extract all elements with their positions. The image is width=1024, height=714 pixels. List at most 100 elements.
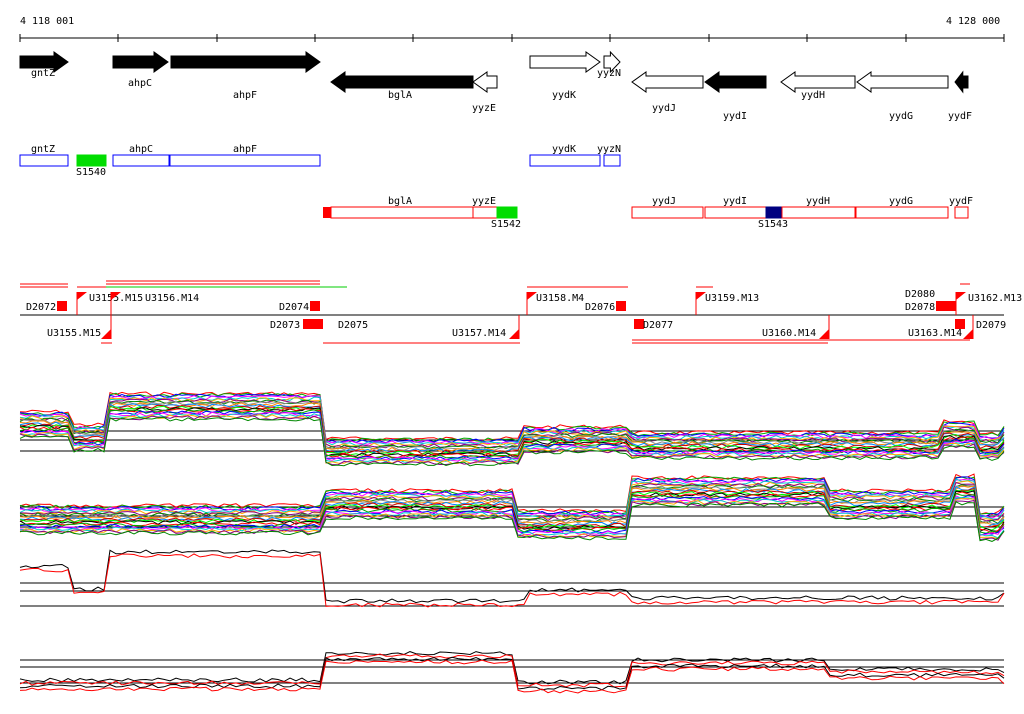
- gene-arrow-yyzE: [472, 71, 498, 93]
- marker-flag: [634, 319, 644, 329]
- marker-flag: [819, 329, 829, 339]
- gene-arrow-yydG: [856, 71, 949, 93]
- lower-marker-label: U3155.M15: [47, 328, 101, 339]
- gene-label-ahpF: ahpF: [233, 90, 257, 101]
- expression-profile: [19, 656, 1005, 691]
- upper-marker-label: D2078: [905, 302, 935, 313]
- forward-box-label: yydK: [552, 144, 576, 155]
- forward-box-gntZ: [19, 154, 69, 167]
- expression-profile: [19, 484, 1005, 525]
- expression-profile: [19, 549, 1005, 604]
- lower-marker-label: D2073: [270, 320, 300, 331]
- lower-marker-label: U3163.M14: [908, 328, 962, 339]
- upper-marker-label: U3158.M4: [536, 293, 584, 304]
- gene-arrow-ahpC: [112, 51, 169, 73]
- lower-marker-label: U3157.M14: [452, 328, 506, 339]
- reverse-box-label: yydH: [806, 196, 830, 207]
- reverse-box-label: yydJ: [652, 196, 676, 207]
- gene-label-bglA: bglA: [388, 90, 412, 101]
- upper-marker-label: U3155.M15: [89, 293, 143, 304]
- expression-profile: [20, 400, 1005, 451]
- gene-label-gntZ: gntZ: [31, 68, 55, 79]
- upper-marker-label: D2074: [279, 302, 309, 313]
- reverse-box-label: bglA: [388, 196, 412, 207]
- forward-box-ahpF: [169, 154, 321, 167]
- axis-ticks: [19, 34, 1005, 42]
- expression-profile: [19, 473, 1005, 516]
- gene-label-yydK: yydK: [552, 90, 576, 101]
- upper-marker-label: U3156.M14: [145, 293, 199, 304]
- marker-flag: [111, 292, 121, 300]
- expression-profile: [19, 497, 1005, 539]
- expression-profile: [19, 498, 1005, 540]
- upper-marker-label: D2072: [26, 302, 56, 313]
- reverse-box-yydH: [781, 206, 856, 219]
- marker-flag: [101, 329, 111, 339]
- marker-flag: [77, 292, 87, 300]
- marker-flag: [527, 292, 537, 300]
- gene-label-ahpC: ahpC: [128, 78, 152, 89]
- reverse-box-label: yydG: [889, 196, 913, 207]
- marker-flag: [57, 301, 67, 311]
- expression-profile: [19, 415, 1005, 466]
- reverse-box-label: yydF: [949, 196, 973, 207]
- gene-label-yyzE: yyzE: [472, 103, 496, 114]
- gene-arrow-yydH: [780, 71, 856, 93]
- gene-label-yyzN: yyzN: [597, 68, 621, 79]
- marker-flag: [955, 319, 965, 329]
- gene-label-yydF: yydF: [948, 111, 972, 122]
- upper-marker-label: U3159.M13: [705, 293, 759, 304]
- reverse-box-label: S1542: [491, 219, 521, 230]
- marker-flag: [963, 329, 973, 339]
- upper-marker-label: D2080: [905, 289, 935, 300]
- gene-arrow-ahpF: [170, 51, 321, 73]
- reverse-box-yydF: [954, 206, 969, 219]
- forward-box-label: gntZ: [31, 144, 55, 155]
- forward-box-yyzN: [603, 154, 621, 167]
- expression-tracks: [19, 391, 1005, 694]
- reverse-box-yydG: [855, 206, 949, 219]
- marker-flag: [303, 319, 313, 329]
- expression-profile: [19, 486, 1005, 528]
- gene-label-yydG: yydG: [889, 111, 913, 122]
- reverse-box-S1543: [765, 206, 783, 219]
- coordinate-axis: 4 118 001 4 128 000: [19, 16, 1005, 42]
- gene-arrow-gntZ: [19, 51, 69, 73]
- lower-marker-label: D2079: [976, 320, 1006, 331]
- expression-profile: [19, 651, 1005, 685]
- gene-arrow-yyzN: [603, 50, 621, 74]
- expression-profile: [19, 653, 1005, 688]
- reverse-box-S1542: [496, 206, 518, 219]
- forward-box-label: ahpF: [233, 144, 257, 155]
- reverse-box-yydJ: [631, 206, 704, 219]
- expression-profile: [19, 393, 1005, 444]
- forward-box-yydK: [529, 154, 601, 167]
- reverse-box-bglA: [330, 206, 474, 219]
- expression-profile: [19, 391, 1005, 442]
- forward-box-ahpC: [112, 154, 170, 167]
- reverse-start-marker: [323, 207, 331, 218]
- reverse-box-label: yydI: [723, 196, 747, 207]
- reverse-box-yydI: [704, 206, 767, 219]
- marker-flag: [310, 301, 320, 311]
- marker-flag: [936, 301, 946, 311]
- expression-profile: [19, 478, 1005, 519]
- forward-box-label: ahpC: [129, 144, 153, 155]
- expression-profile: [19, 480, 1005, 521]
- expression-profile: [19, 399, 1005, 450]
- reverse-box-label: S1543: [758, 219, 788, 230]
- expression-profile: [19, 659, 1005, 694]
- gene-arrow-yydK: [529, 51, 601, 73]
- forward-box-S1540: [76, 154, 107, 167]
- lower-marker-label: U3160.M14: [762, 328, 816, 339]
- gene-label-yydH: yydH: [801, 90, 825, 101]
- lower-marker-label: D2077: [643, 320, 673, 331]
- expression-profile: [19, 501, 1005, 542]
- upper-marker-label: U3162.M13: [968, 293, 1022, 304]
- marker-flag: [616, 301, 626, 311]
- marker-flag: [696, 292, 706, 300]
- marker-flag: [509, 329, 519, 339]
